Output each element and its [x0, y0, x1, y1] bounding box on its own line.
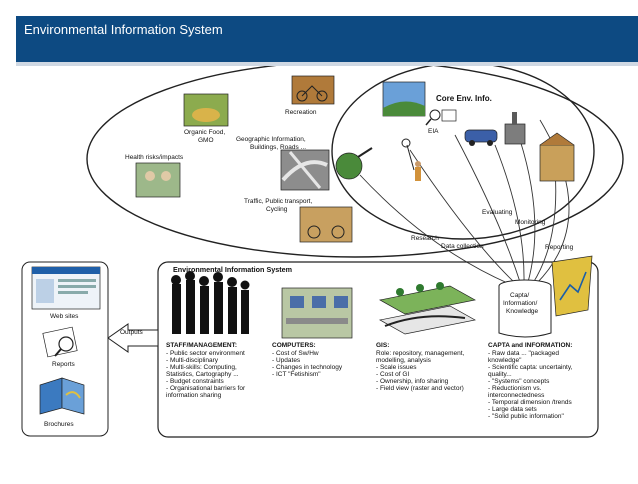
capta-line: interconnectedness	[488, 392, 545, 399]
staff-line: Statistics, Cartography ...	[166, 371, 239, 378]
gis-line: - Cost of GI	[376, 371, 409, 378]
staff-line: - Multi-skills: Computing,	[166, 364, 237, 371]
output-brochures: Brochures	[44, 421, 74, 428]
computers-line: - Updates	[272, 357, 301, 364]
header-accent-line	[16, 62, 638, 66]
capta-line: quality...	[488, 371, 512, 378]
label-health: Health risks/impacts	[125, 154, 184, 161]
car-image	[464, 129, 498, 146]
header-band	[16, 16, 638, 62]
label-geo-info-1: Geographic Information,	[236, 136, 306, 143]
recreation-image	[291, 75, 335, 105]
staff-line: - Organisational barriers for	[166, 385, 246, 392]
gis-heading: GIS:	[376, 342, 389, 349]
computers-image	[281, 287, 353, 339]
computers-line: - ICT "Fetishism"	[272, 371, 321, 378]
slide-title: Environmental Information System	[24, 22, 223, 37]
capta-line: - Temporal dimension /trends	[488, 399, 572, 406]
globe-magnifier-image	[335, 147, 373, 180]
slide-header: Environmental Information System	[0, 0, 638, 62]
capta-line: - Scientific capta: uncertainty,	[488, 364, 573, 371]
factory-image	[504, 112, 526, 145]
gis-line: Role: repository, management,	[376, 350, 465, 357]
staff-line: - Budget constraints	[166, 378, 225, 385]
flow-label-evaluating: Evaluating	[482, 209, 513, 216]
gis-layers-image	[379, 282, 476, 335]
database-label-2: Information/	[503, 300, 538, 307]
capta-line: - Large data sets	[488, 406, 538, 413]
label-traffic-1: Traffic, Public transport,	[244, 198, 312, 205]
flow-label-reporting: Reporting	[545, 244, 574, 251]
capta-line: - "Solid public information"	[488, 413, 564, 420]
cycling-image	[299, 206, 353, 243]
staff-heading: STAFF/MANAGEMENT:	[166, 342, 237, 349]
capta-line: knowledge"	[488, 357, 522, 364]
output-reports: Reports	[52, 361, 76, 368]
computers-line: - Changes in technology	[272, 364, 343, 371]
output-web-sites: Web sites	[50, 313, 79, 320]
label-recreation: Recreation	[285, 109, 317, 116]
staff-line: information sharing	[166, 392, 222, 399]
gis-line: - Scale issues	[376, 364, 417, 371]
gis-line: - Field view (raster and vector)	[376, 385, 464, 392]
diagram-area: Evaluating Monitoring Research Data coll…	[0, 60, 638, 479]
flow-label-monitoring: Monitoring	[515, 219, 546, 226]
database-cylinder	[498, 279, 552, 338]
gis-line: modelling, analysis	[376, 357, 432, 364]
diagram-svg: Evaluating Monitoring Research Data coll…	[21, 60, 624, 438]
brochures-image	[39, 377, 85, 415]
system-box-title: Environmental Information System	[173, 265, 292, 274]
outputs-label: Outputs	[120, 329, 144, 336]
web-sites-image	[31, 266, 101, 310]
health-image	[135, 162, 181, 198]
flow-label-data-collection: Data collection	[441, 243, 484, 250]
eia-magnifier-icon	[425, 109, 457, 126]
capta-line: - Reductionism vs.	[488, 385, 542, 392]
gis-line: - Ownership, info sharing	[376, 378, 449, 385]
staff-line: - Multi-disciplinary	[166, 357, 219, 364]
computers-heading: COMPUTERS:	[272, 342, 316, 349]
label-eia: EIA	[428, 128, 439, 135]
landscape-image	[382, 81, 426, 117]
capta-heading: CAPTA and INFORMATION:	[488, 342, 572, 349]
computers-line: - Cost of Sw/Hw	[272, 350, 319, 357]
flow-lines	[359, 119, 570, 286]
capta-line: - Raw data ... "packaged	[488, 350, 559, 357]
chart-book-image	[551, 255, 593, 317]
staff-silhouettes-image	[171, 271, 250, 334]
traffic-map-image	[280, 149, 330, 191]
label-traffic-2: Cycling	[266, 206, 288, 213]
building-image	[539, 132, 575, 182]
capta-line: - "Systems" concepts	[488, 378, 550, 385]
organic-food-image	[183, 93, 229, 127]
label-geo-info-2: Buildings, Roads ...	[250, 144, 306, 151]
database-label-3: Knowledge	[506, 308, 539, 315]
flow-label-research: Research	[411, 235, 439, 242]
system-box	[157, 261, 599, 438]
core-title: Core Env. Info.	[436, 94, 492, 103]
reports-image	[42, 326, 78, 358]
label-organic-food-1: Organic Food,	[184, 129, 225, 136]
person-with-net-image	[401, 138, 421, 181]
label-organic-food-2: GMO	[198, 137, 214, 144]
database-label-1: Capta/	[510, 292, 529, 299]
outputs-arrow	[107, 323, 159, 353]
staff-line: - Public sector environment	[166, 350, 245, 357]
